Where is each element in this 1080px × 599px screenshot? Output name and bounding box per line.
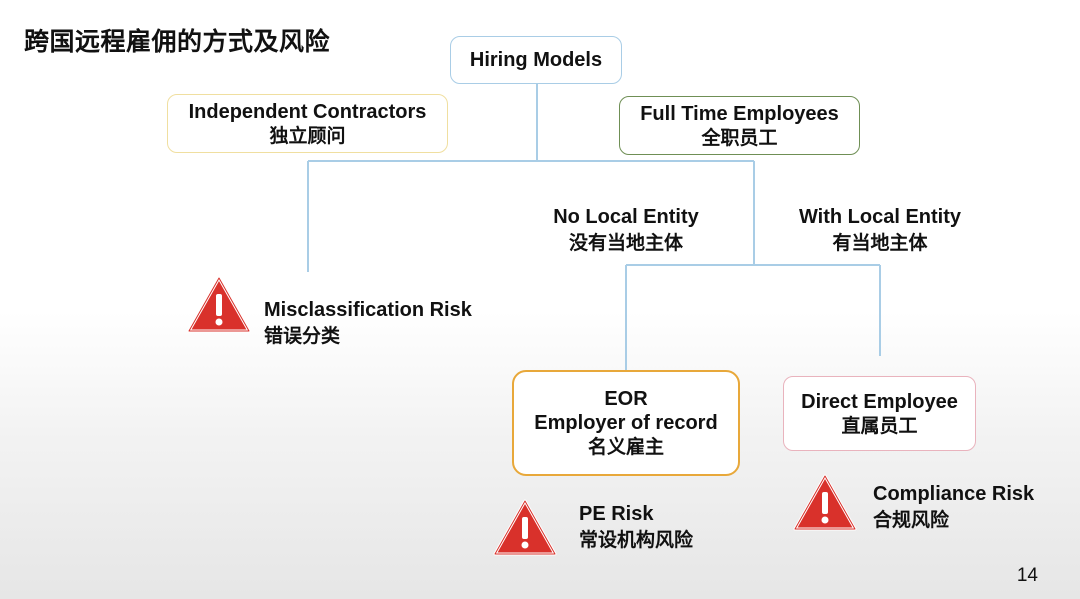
direct-employee-node: Direct Employee 直属员工 [783,376,976,451]
direct-label-zh: 直属员工 [841,414,918,437]
contractors-label-zh: 独立顾问 [269,124,346,147]
hiring-models-label: Hiring Models [469,49,603,71]
compliance-risk-label: Compliance Risk 合规风险 [873,481,1034,533]
eor-node: EOR Employer of record 名义雇主 [512,370,740,476]
hiring-models-node: Hiring Models [450,36,622,84]
eor-abbr: EOR [604,388,648,410]
with-local-entity-label: With Local Entity 有当地主体 [784,204,976,256]
fulltime-label-en: Full Time Employees [640,102,839,125]
warning-icon [793,474,857,531]
with-local-entity-en: With Local Entity [798,206,962,228]
pe-risk-zh: 常设机构风险 [579,529,694,551]
eor-label-zh: 名义雇主 [587,436,664,458]
no-local-entity-en: No Local Entity [553,206,699,228]
pe-risk-label: PE Risk 常设机构风险 [579,501,693,553]
direct-label-en: Direct Employee [801,390,958,413]
contractors-label-en: Independent Contractors [188,100,427,123]
warning-icon [187,276,251,333]
misclassification-risk-en: Misclassification Risk [264,299,472,321]
fulltime-label-zh: 全职员工 [701,126,778,149]
independent-contractors-node: Independent Contractors 独立顾问 [167,94,448,153]
compliance-risk-zh: 合规风险 [873,509,950,531]
full-time-employees-node: Full Time Employees 全职员工 [619,96,860,155]
slide-title: 跨国远程雇佣的方式及风险 [24,27,331,56]
no-local-entity-zh: 没有当地主体 [568,232,683,254]
warning-icon [493,499,557,556]
page-number: 14 [1016,565,1038,586]
with-local-entity-zh: 有当地主体 [832,232,928,254]
misclassification-risk-zh: 错误分类 [264,325,341,347]
compliance-risk-en: Compliance Risk [873,483,1035,505]
no-local-entity-label: No Local Entity 没有当地主体 [536,204,716,256]
eor-label-en: Employer of record [534,412,718,434]
misclassification-risk-label: Misclassification Risk 错误分类 [264,297,472,349]
pe-risk-en: PE Risk [579,503,654,525]
